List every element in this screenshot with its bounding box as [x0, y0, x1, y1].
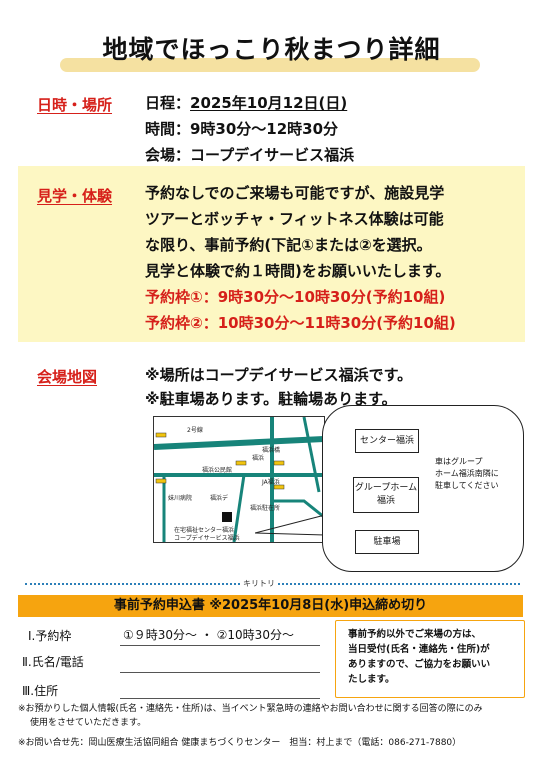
date-prefix: 日程：	[145, 94, 191, 112]
map-label: 会場地図	[37, 368, 98, 386]
road-route2	[153, 436, 325, 450]
callout-note: 車はグループ ホーム福浜南隣に 駐車してください	[435, 456, 525, 492]
map-kawasaki: 妹川病院	[168, 495, 193, 502]
callout-center: センター福浜	[355, 429, 419, 453]
road-map	[153, 416, 325, 543]
map-ekimae: 福浜デ	[210, 495, 229, 502]
tour-slot-2: 予約枠②：10時30分～11時30分(予約10組)	[145, 314, 456, 332]
walkin-note-1: 事前予約以外でご来場の方は、	[348, 629, 482, 640]
date-value: 2025年10月12日(日)	[190, 94, 348, 112]
title-highlight	[60, 58, 480, 72]
application-header: 事前予約申込書 ※2025年10月8日(水)申込締め切り	[18, 595, 523, 617]
signal-1	[155, 432, 167, 438]
address-field[interactable]	[120, 698, 320, 699]
walkin-note: 事前予約以外でご来場の方は、 当日受付(氏名・連絡先・住所)が ありますので、ご…	[348, 627, 490, 687]
map-ja: JA福浜	[262, 479, 280, 486]
map-fukuhama: 福浜	[252, 455, 265, 462]
schedule-label: 日時・場所	[37, 96, 113, 114]
signal-3	[273, 460, 285, 466]
slot-underline	[120, 645, 320, 646]
schedule-venue: 会場：コープデイサービス福浜	[145, 146, 355, 164]
road-south	[232, 474, 246, 543]
map-park: 福浜公民館	[202, 467, 233, 474]
signal-2	[235, 460, 247, 466]
name-field[interactable]	[120, 672, 320, 673]
address-label: Ⅲ.住所	[22, 684, 59, 698]
callout-note-1: 車はグループ	[435, 457, 483, 466]
schedule-date: 日程：2025年10月12日(日)	[145, 92, 347, 113]
group-home-line-2: 福浜	[376, 496, 395, 506]
area-map: 2号線 福浜公民館 福浜 JA福浜 福浜デ 福浜駐在所 妹川病院 在宅福祉センタ…	[153, 416, 325, 543]
map-center1: 在宅福祉センター福浜	[174, 527, 235, 534]
signal-4	[273, 484, 285, 490]
tour-text-1: 予約なしでのご来場も可能ですが、施設見学	[145, 184, 445, 202]
group-home-line-1: グループホーム	[354, 483, 418, 493]
walkin-note-4: たします。	[348, 674, 395, 685]
tour-text-2: ツアーとボッチャ・フィットネス体験は可能	[145, 210, 444, 228]
map-chuzaisho: 福浜駐在所	[250, 505, 281, 512]
map-route2: 2号線	[187, 427, 203, 434]
callout-connector	[255, 514, 326, 536]
road-diagonal	[302, 416, 321, 493]
map-callout: センター福浜 グループホーム 福浜 駐車場 車はグループ ホーム福浜南隣に 駐車…	[322, 405, 524, 572]
cut-label: キリトリ	[240, 578, 278, 589]
tour-text-4: 見学と体験で約１時間)をお願いいたします。	[145, 262, 451, 280]
callout-parking: 駐車場	[355, 530, 419, 554]
callout-note-3: 駐車してください	[435, 481, 499, 490]
map-note-1: ※場所はコープデイサービス福浜です。	[145, 366, 413, 384]
signal-5	[155, 478, 167, 484]
walkin-note-box: 事前予約以外でご来場の方は、 当日受付(氏名・連絡先・住所)が ありますので、ご…	[335, 620, 525, 698]
page-title: 地域でほっこり秋まつり詳細	[102, 35, 441, 64]
schedule-time: 時間：9時30分～12時30分	[145, 120, 339, 138]
tour-slot-1: 予約枠①：9時30分～10時30分(予約10組)	[145, 288, 446, 306]
walkin-note-2: 当日受付(氏名・連絡先・住所)が	[348, 644, 490, 655]
callout-note-2: ホーム福浜南隣に	[435, 469, 499, 478]
name-label: Ⅱ.氏名/電話	[22, 655, 84, 669]
contact-info: ※お問い合せ先：岡山医療生活協同組合 健康まちづくりセンター 担当：村上まで（電…	[18, 738, 462, 748]
walkin-note-3: ありますので、ご協力をお願いい	[348, 659, 491, 670]
map-bridge: 福浜橋	[262, 447, 281, 454]
callout-group-home: グループホーム 福浜	[353, 477, 419, 513]
slot-label: Ⅰ.予約枠	[28, 629, 72, 643]
privacy-note-2: 使用をさせていただきます。	[30, 718, 147, 728]
road-southeast	[272, 499, 325, 519]
map-note-2: ※駐車場あります。駐輪場あります。	[145, 390, 397, 408]
privacy-note-1: ※お預かりした個人情報(氏名・連絡先・住所)は、当イベント緊急時の連絡やお問い合…	[18, 704, 483, 714]
tour-label: 見学・体験	[37, 187, 113, 205]
tour-text-3: な限り、事前予約(下記①または②を選択。	[145, 236, 432, 254]
slot-options[interactable]: ①９時30分～ ・ ②10時30分～	[123, 628, 294, 642]
map-center2: コープデイサービス福浜	[174, 535, 240, 542]
venue-marker	[222, 512, 232, 522]
tour-highlight-band	[18, 166, 525, 342]
